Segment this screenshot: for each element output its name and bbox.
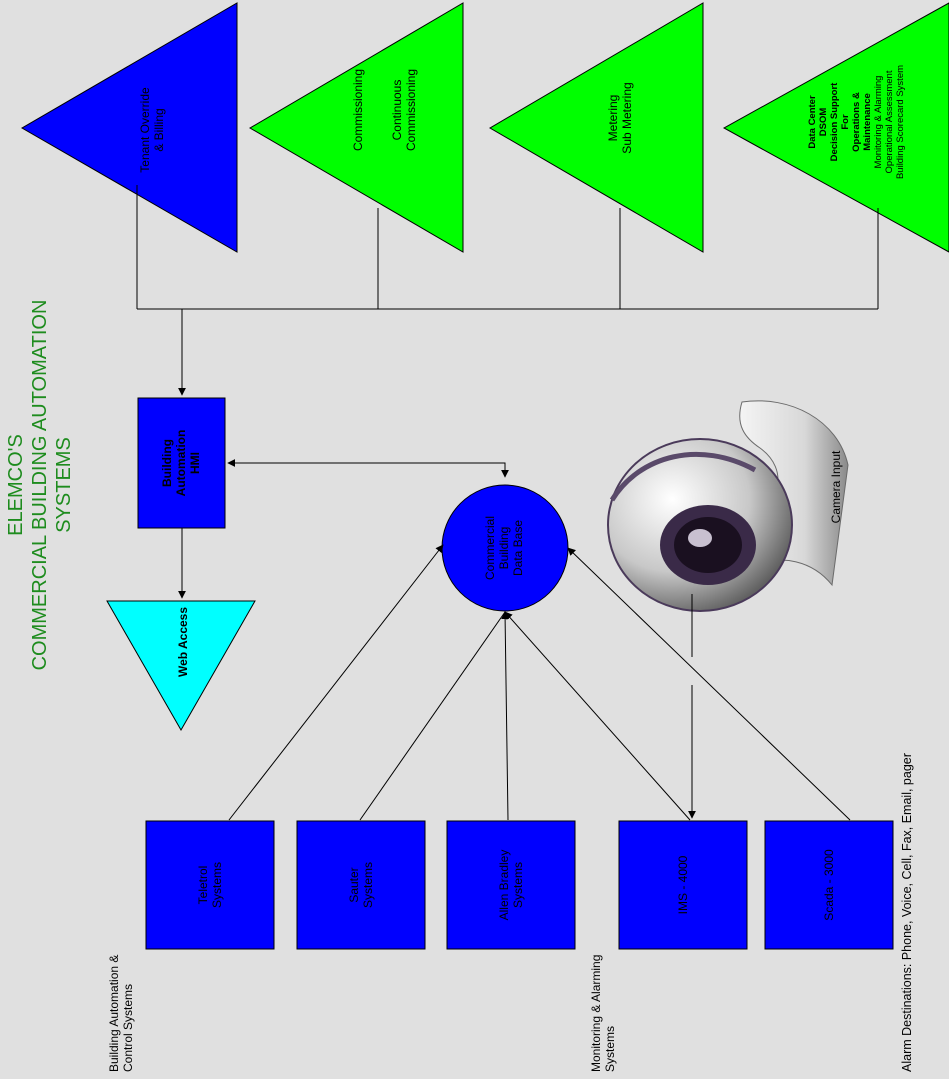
svg-text:Monitoring & Alarming: Monitoring & Alarming xyxy=(589,955,603,1072)
svg-text:Operational Assessment: Operational Assessment xyxy=(884,70,895,173)
web-access-label: Web Access xyxy=(176,607,190,677)
system-box-scada xyxy=(764,820,894,950)
svg-text:HMI: HMI xyxy=(188,452,202,474)
dsom-triangle xyxy=(722,2,949,253)
tenant-override-label: Tenant Override & Billing xyxy=(138,87,166,173)
svg-text:IMS - 4000: IMS - 4000 xyxy=(676,855,690,914)
svg-text:Sauter: Sauter xyxy=(347,867,361,902)
diagram-title: ELEMCO'S COMMERCIAL BUILDING AUTOMATION … xyxy=(5,300,75,671)
svg-text:Allen Bradley: Allen Bradley xyxy=(497,850,511,921)
svg-text:DSOM: DSOM xyxy=(818,108,829,137)
svg-text:Continuous: Continuous xyxy=(390,80,404,141)
svg-text:Building Scorecard System: Building Scorecard System xyxy=(895,65,906,179)
metering-label: Metering Sub Metering xyxy=(606,82,634,153)
system-box-sauter xyxy=(296,820,426,950)
monitoring-systems-label: Monitoring & Alarming Systems xyxy=(589,955,617,1072)
svg-text:Building Automation &: Building Automation & xyxy=(107,955,121,1072)
dsom-label: Data Center DSOM Decision Support For Op… xyxy=(807,65,906,179)
title-line-1: ELEMCO'S xyxy=(5,434,27,536)
system-box-teletrol xyxy=(145,820,275,950)
svg-text:Commissioning: Commissioning xyxy=(404,69,418,151)
svg-text:Teletrol: Teletrol xyxy=(196,866,210,905)
title-line-3: SYSTEMS xyxy=(53,437,75,533)
hmi-box xyxy=(137,397,226,529)
alarm-destinations-label: Alarm Destinations: Phone, Voice, Cell, … xyxy=(900,753,914,1072)
system-box-ims xyxy=(618,820,748,950)
svg-text:Camera Input: Camera Input xyxy=(829,450,843,523)
system-label-sauter: Sauter Systems xyxy=(347,862,375,908)
commissioning-triangle xyxy=(249,2,464,253)
svg-text:Data Base: Data Base xyxy=(511,520,525,576)
control-systems-label: Building Automation & Control Systems xyxy=(107,955,135,1072)
svg-text:& Billing: & Billing xyxy=(152,108,166,151)
system-box-allen-bradley xyxy=(446,820,576,950)
database-label: Commercial Building Data Base xyxy=(483,516,525,580)
svg-text:Building: Building xyxy=(160,439,174,487)
svg-text:Systems: Systems xyxy=(210,862,224,908)
system-connectors xyxy=(228,544,851,821)
hmi-database-connector xyxy=(227,459,509,478)
continuous-commissioning-label: Continuous Commissioning xyxy=(390,69,418,151)
svg-text:Tenant Override: Tenant Override xyxy=(138,87,152,173)
svg-text:Alarm Destinations: Phone, Voi: Alarm Destinations: Phone, Voice, Cell, … xyxy=(900,753,914,1072)
svg-text:Systems: Systems xyxy=(511,862,525,908)
tenant-override-triangle xyxy=(21,2,238,253)
svg-text:Maintenance: Maintenance xyxy=(862,93,873,151)
metering-triangle xyxy=(489,2,704,253)
svg-text:Data Center: Data Center xyxy=(807,95,818,149)
svg-text:Scada - 3000: Scada - 3000 xyxy=(822,849,836,921)
svg-text:Operations &: Operations & xyxy=(851,92,862,152)
system-label-allen-bradley: Allen Bradley Systems xyxy=(497,850,525,921)
svg-text:Systems: Systems xyxy=(603,1026,617,1072)
title-line-2: COMMERCIAL BUILDING AUTOMATION xyxy=(29,300,51,671)
svg-text:Control Systems: Control Systems xyxy=(121,984,135,1072)
svg-text:Monitoring & Alarming: Monitoring & Alarming xyxy=(873,76,884,169)
triangle-bus xyxy=(136,185,879,396)
svg-text:Building: Building xyxy=(497,527,511,570)
svg-text:Commercial: Commercial xyxy=(483,516,497,580)
system-label-scada: Scada - 3000 xyxy=(822,849,836,921)
hmi-label: Building Automation HMI xyxy=(160,430,202,497)
svg-text:Web Access: Web Access xyxy=(176,607,190,677)
svg-text:Sub Metering: Sub Metering xyxy=(620,82,634,153)
svg-text:Metering: Metering xyxy=(606,95,620,142)
camera-label: Camera Input xyxy=(829,450,843,523)
web-access-triangle xyxy=(106,600,256,732)
svg-text:Systems: Systems xyxy=(361,862,375,908)
svg-text:For: For xyxy=(840,114,851,130)
svg-text:Automation: Automation xyxy=(174,430,188,497)
commissioning-label: Commissioning xyxy=(351,69,365,151)
system-label-ims: IMS - 4000 xyxy=(676,855,690,914)
system-label-teletrol: Teletrol Systems xyxy=(196,862,224,908)
svg-text:Commissioning: Commissioning xyxy=(351,69,365,151)
security-camera-icon xyxy=(607,400,849,612)
svg-text:Decision Support: Decision Support xyxy=(829,82,840,161)
